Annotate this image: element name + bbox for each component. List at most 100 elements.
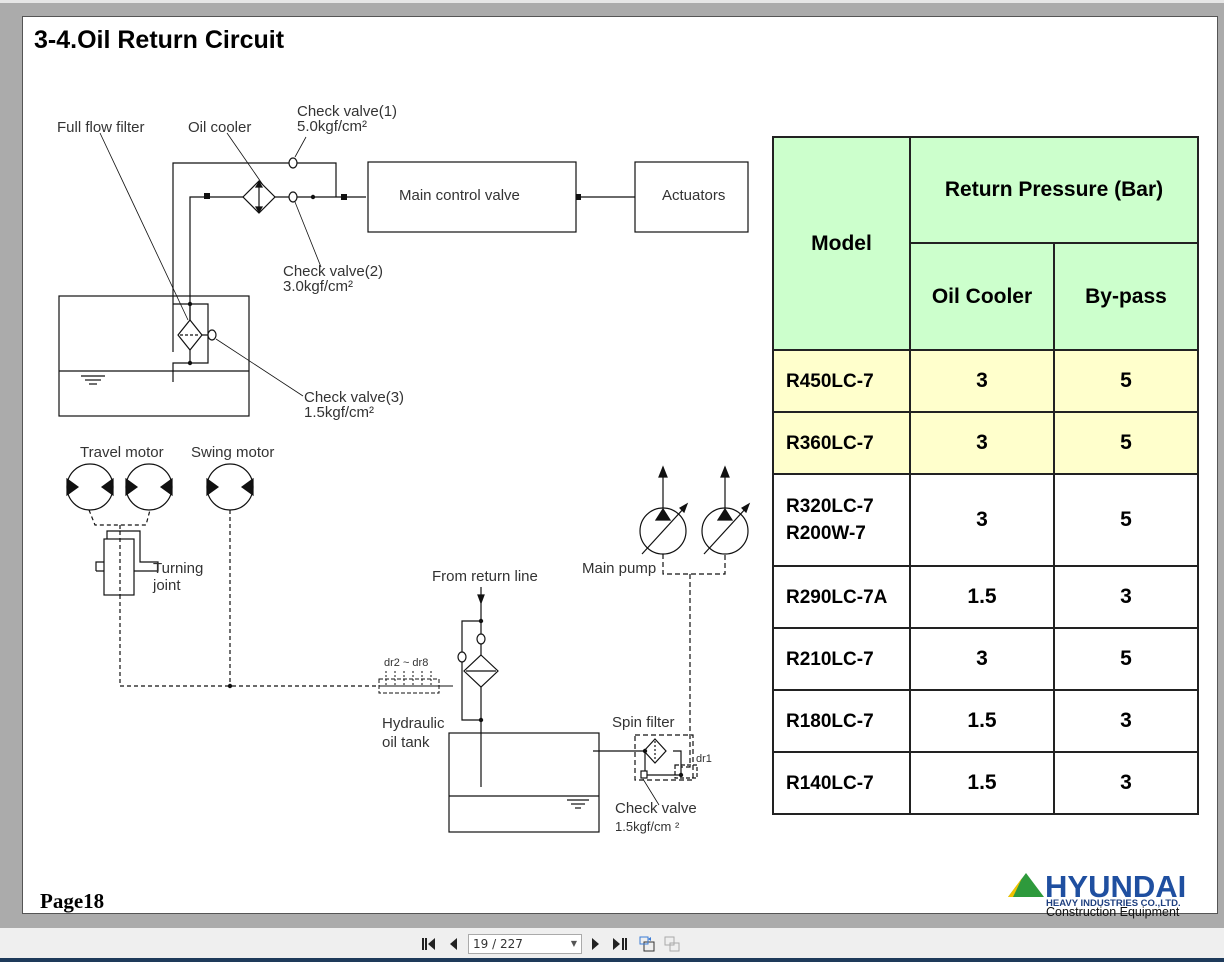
bypass-check-valve-icon [457,651,467,663]
two-page-view-button[interactable] [663,935,681,953]
model-name: R320LC-7 [786,496,874,517]
hyundai-logo: HYUNDAI HEAVY INDUSTRIES CO.,LTD. Constr… [1008,869,1208,919]
label-hydraulic-oil-tank-2: oil tank [382,734,430,751]
cell-model: R290LC-7A [772,565,911,629]
last-page-icon [613,938,627,950]
fit-page-button[interactable] [638,935,656,953]
cell-model: R450LC-7 [772,349,911,413]
next-page-button[interactable] [587,935,605,953]
label-turning-joint-2: joint [152,577,181,594]
logo-line2: Construction Equipment [1046,905,1180,919]
cell-model: R180LC-7 [772,689,911,753]
two-page-view-icon [664,936,680,952]
logo-line1: HEAVY INDUSTRIES CO.,LTD. [1046,898,1181,909]
cell-bypass: 5 [1053,411,1199,475]
model-name: R290LC-7A [786,586,888,608]
check-valve-1-icon [288,157,298,169]
cell-model: R140LC-7 [772,751,911,815]
oil-level-icon [81,375,105,385]
page-number-label: Page18 [40,889,105,913]
page-selector[interactable]: 19 / 227 ▼ [468,934,582,954]
cell-bypass: 5 [1053,349,1199,413]
return-pressure-table: Model Return Pressure (Bar) Oil Cooler B… [772,136,1199,815]
header-oil-cooler: Oil Cooler [909,242,1055,351]
cell-model: R360LC-7 [772,411,911,475]
spin-filter-icon [593,734,698,781]
cell-bypass: 5 [1053,473,1199,567]
cell-oil-cooler: 1.5 [909,565,1055,629]
header-return-pressure: Return Pressure (Bar) [909,136,1199,244]
model-name: R210LC-7 [786,648,874,670]
label-main-control-valve: Main control valve [399,187,520,204]
cell-oil-cooler: 1.5 [909,751,1055,815]
travel-motor-icon [66,463,173,511]
swing-motor-icon [206,463,254,511]
hydraulic-oil-tank [448,732,600,833]
model-name: R180LC-7 [786,710,874,732]
label-travel-motor: Travel motor [80,444,164,461]
return-check-valve-icon [476,633,486,645]
label-check-valve: Check valve [615,800,697,817]
label-check-valve-2-pressure: 3.0kgf/cm² [283,278,353,295]
label-from-return-line: From return line [432,568,538,585]
cell-oil-cooler: 3 [909,349,1055,413]
cell-oil-cooler: 1.5 [909,689,1055,753]
viewer-toolbar: 19 / 227 ▼ [0,928,1224,962]
cell-bypass: 5 [1053,627,1199,691]
taskbar-edge [0,958,1224,962]
label-turning-joint-1: Turning [153,560,203,577]
model-name: R200W-7 [786,523,866,544]
logo-brand: HYUNDAI [1045,869,1187,904]
cell-model: R210LC-7 [772,627,911,691]
model-name: R450LC-7 [786,370,874,392]
drain-manifold-icon [378,671,453,694]
header-model: Model [772,136,911,351]
first-page-button[interactable] [420,935,438,953]
main-pump-icon [639,465,751,555]
label-check-valve-2: Check valve(2) [283,263,383,280]
return-tank-upper [58,295,250,417]
model-name: R140LC-7 [786,772,874,794]
logo-triangle-icon [1008,873,1044,897]
cell-bypass: 3 [1053,751,1199,815]
label-check-valve-3: Check valve(3) [304,389,404,406]
previous-page-button[interactable] [444,935,462,953]
check-valve-3-icon [207,329,217,341]
label-dr2-dr8: dr2 ~ dr8 [384,657,428,669]
upper-circuit: Full flow filter Oil cooler Check valve(… [57,103,749,421]
check-valve-2-icon [288,191,298,203]
label-spin-filter: Spin filter [612,714,675,731]
page-indicator: 19 / 227 [473,937,523,951]
label-check-valve-pressure: 1.5kgf/cm ² [615,819,680,834]
dropdown-arrow-icon: ▼ [570,939,577,948]
oil-return-circuit-diagram: Full flow filter Oil cooler Check valve(… [57,103,751,834]
document-page: 3-4.Oil Return Circuit [22,16,1218,919]
label-check-valve-3-pressure: 1.5kgf/cm² [304,404,374,421]
cell-oil-cooler: 3 [909,473,1055,567]
label-dr1: dr1 [696,753,712,765]
model-name: R360LC-7 [786,432,874,454]
label-swing-motor: Swing motor [191,444,274,461]
lower-circuit: Travel motor Swing motor Turning joint F… [66,444,751,834]
cell-oil-cooler: 3 [909,411,1055,475]
label-main-pump: Main pump [582,560,656,577]
label-check-valve-1-pressure: 5.0kgf/cm² [297,118,367,135]
first-page-icon [422,938,435,950]
header-bypass: By-pass [1053,242,1199,351]
label-full-flow-filter: Full flow filter [57,119,145,136]
oil-level-icon-lower [567,799,589,809]
label-hydraulic-oil-tank-1: Hydraulic [382,715,445,732]
label-check-valve-1: Check valve(1) [297,103,397,120]
next-page-icon [592,938,599,950]
last-page-button[interactable] [611,935,629,953]
label-oil-cooler: Oil cooler [188,119,251,136]
cell-oil-cooler: 3 [909,627,1055,691]
